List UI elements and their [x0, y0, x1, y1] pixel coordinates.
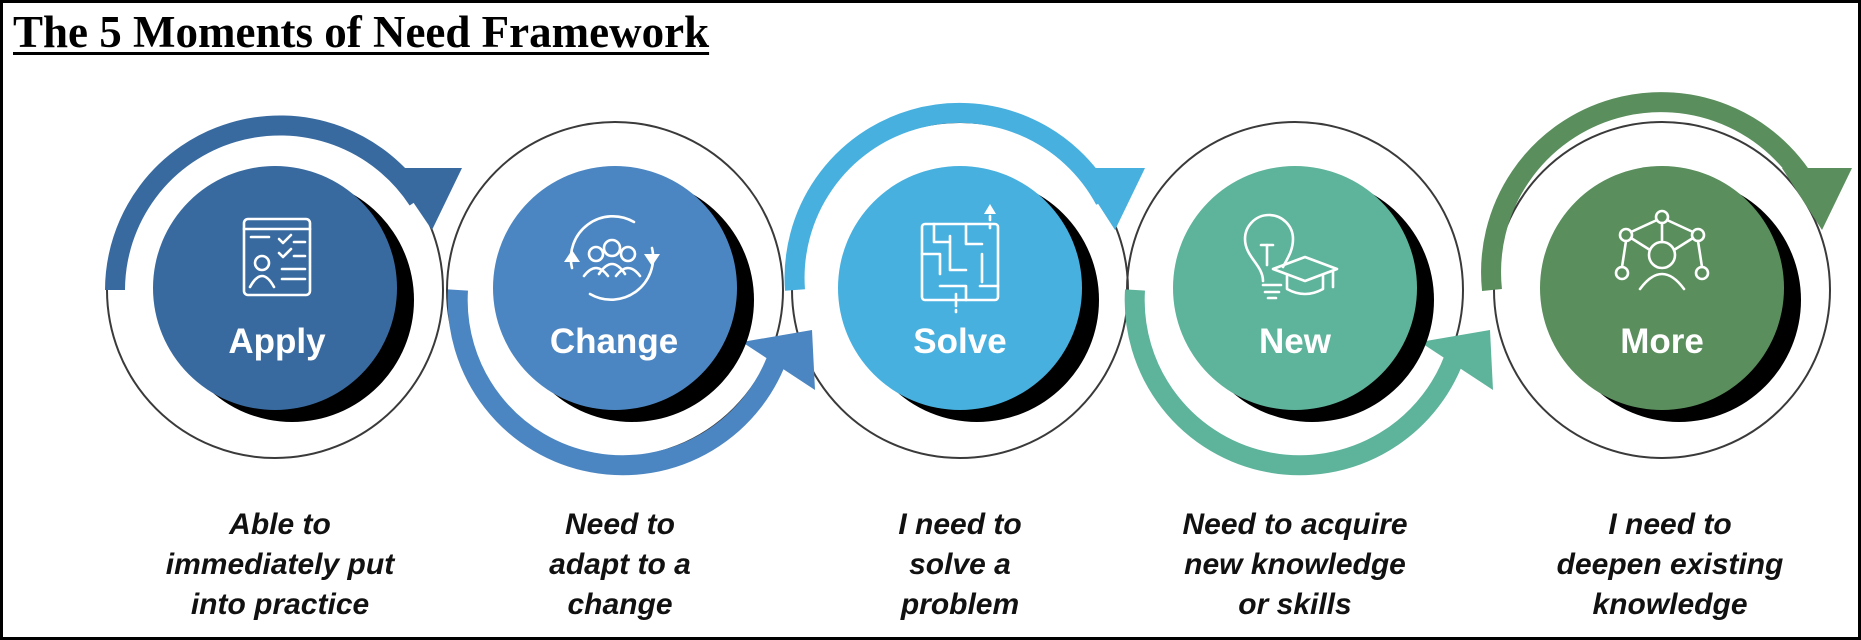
stage-label-change: Change — [550, 322, 678, 361]
apply-arrowhead-icon — [390, 168, 462, 230]
team-cycle-icon — [564, 215, 660, 301]
solve-top-arc-arrow — [784, 102, 1114, 291]
description-line: I need to — [1608, 508, 1732, 541]
checklist-profile-icon — [242, 217, 312, 297]
description-line: adapt to a — [549, 548, 691, 581]
description-line: new knowledge — [1184, 548, 1406, 581]
description-line: into practice — [190, 588, 370, 621]
solve-arrowhead-icon — [1075, 168, 1145, 230]
solve-disc — [838, 166, 1082, 410]
change-description: Need to adapt to a change — [470, 505, 770, 625]
lightbulb-graduation-cap-icon — [1243, 213, 1339, 300]
more-arrowhead-icon — [1782, 168, 1852, 230]
new-bottom-arc-arrow — [1124, 289, 1467, 476]
description-line: Need to — [564, 508, 675, 541]
stage-label-more: More — [1620, 322, 1704, 361]
apply-top-arc-arrow — [105, 115, 427, 291]
description-line: or skills — [1238, 588, 1352, 621]
change-bottom-arc-arrow — [447, 289, 790, 476]
description-line: knowledge — [1592, 588, 1748, 621]
new-arrowhead-icon — [1420, 330, 1493, 390]
apply-description: Able to immediately put into practice — [130, 505, 430, 625]
description-line: change — [567, 588, 673, 621]
change-arrowhead-icon — [742, 330, 815, 390]
stage-label-apply: Apply — [228, 322, 326, 361]
description-line: Need to acquire — [1182, 508, 1408, 541]
description-line: solve a — [909, 548, 1011, 581]
apply-disc — [153, 166, 397, 410]
page-title: The 5 Moments of Need Framework — [13, 7, 710, 57]
description-line: immediately put — [165, 548, 395, 581]
description-line: deepen existing — [1556, 548, 1784, 581]
description-line: I need to — [898, 508, 1022, 541]
solve-description: I need to solve a problem — [810, 505, 1110, 625]
more-outline-ring — [1493, 121, 1831, 459]
stage-label-solve: Solve — [913, 322, 1006, 361]
change-disc — [493, 166, 737, 410]
maze-icon — [920, 204, 1000, 314]
new-description: Need to acquire new knowledge or skills — [1145, 505, 1445, 625]
more-disc — [1540, 166, 1784, 410]
new-disc — [1173, 166, 1417, 410]
description-line: problem — [900, 588, 1020, 621]
description-line: Able to — [229, 508, 331, 541]
more-description: I need to deepen existing knowledge — [1520, 505, 1820, 625]
stage-label-new: New — [1259, 322, 1332, 361]
network-person-icon — [1614, 209, 1710, 291]
more-top-arc-arrow — [1481, 92, 1825, 292]
